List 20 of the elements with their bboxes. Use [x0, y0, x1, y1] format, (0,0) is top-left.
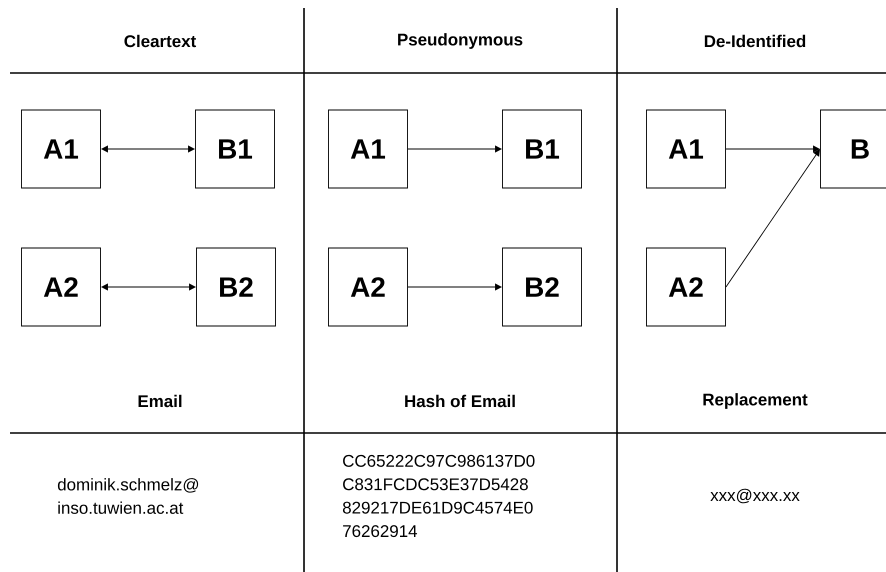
letter-box: B2 [502, 248, 582, 326]
letter-box: B2 [196, 248, 276, 326]
letter-box: B1 [502, 110, 582, 188]
column-heading: Replacement [703, 393, 808, 409]
letter-box: A2 [328, 248, 408, 326]
letter-box: A1 [328, 110, 408, 188]
letter-box: A2 [646, 248, 726, 326]
cell-text: xxx@xxx.xx [710, 488, 800, 504]
letter-box: B [820, 110, 886, 188]
letter-box: A1 [646, 110, 726, 188]
column-heading: Email [138, 394, 182, 408]
column-heading: Pseudonymous [398, 33, 522, 49]
letter-box: B1 [195, 110, 275, 188]
letter-box: A1 [21, 110, 101, 188]
cell-text: dominik.schmelz@ inso.tuwien.ac.at [58, 478, 198, 514]
column-heading: De-Identified [704, 34, 806, 48]
cell-text: CC65222C97C986137D0 C831FCDC53E37D5428 829217DE61D9C4574E0 76262914 [342, 454, 535, 538]
column-heading: Cleartext [124, 34, 196, 48]
letter-box: A2 [21, 248, 101, 326]
column-heading: Hash of Email [405, 394, 515, 408]
